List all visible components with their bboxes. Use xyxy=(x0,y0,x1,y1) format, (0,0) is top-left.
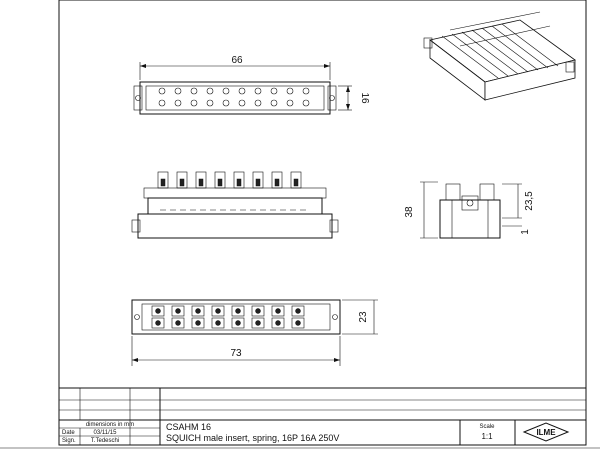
front-view xyxy=(131,171,339,239)
date-value: 03/11/15 xyxy=(94,430,118,436)
top-height-dim: 16 xyxy=(359,92,370,104)
sign-value: T.Tedeschi xyxy=(91,438,119,444)
sheet-border xyxy=(58,0,587,446)
part-description: SQUICH male insert, spring, 16P 16A 250V xyxy=(166,433,339,443)
top-view-contacts xyxy=(158,87,310,107)
side-upper-dim: 23,5 xyxy=(524,191,535,211)
bottom-view-contacts xyxy=(151,305,305,329)
ilme-logo: ILME xyxy=(522,422,570,442)
part-code: CSAHM 16 xyxy=(166,422,211,432)
bottom-width-dim: 73 xyxy=(230,348,242,359)
top-view: 66 16 xyxy=(133,55,370,115)
isometric-view xyxy=(423,11,576,101)
side-gap-dim: 1 xyxy=(520,229,531,235)
title-block: dimensions in mm Date 03/11/15 Sign. T.T… xyxy=(59,387,586,445)
scale-label: Scale xyxy=(479,424,495,430)
units-note: dimensions in mm xyxy=(86,422,134,428)
logo-text: ILME xyxy=(536,428,556,437)
date-label: Date xyxy=(62,430,75,436)
bottom-view: 23 73 xyxy=(131,299,378,366)
scale-value: 1:1 xyxy=(481,432,493,441)
bottom-height-dim: 23 xyxy=(358,311,369,323)
front-view-terminals xyxy=(157,171,302,189)
side-height-dim: 38 xyxy=(404,206,415,218)
sign-label: Sign. xyxy=(62,438,76,444)
top-width-dim: 66 xyxy=(231,55,243,66)
end-view: 38 23,5 1 xyxy=(404,181,535,239)
